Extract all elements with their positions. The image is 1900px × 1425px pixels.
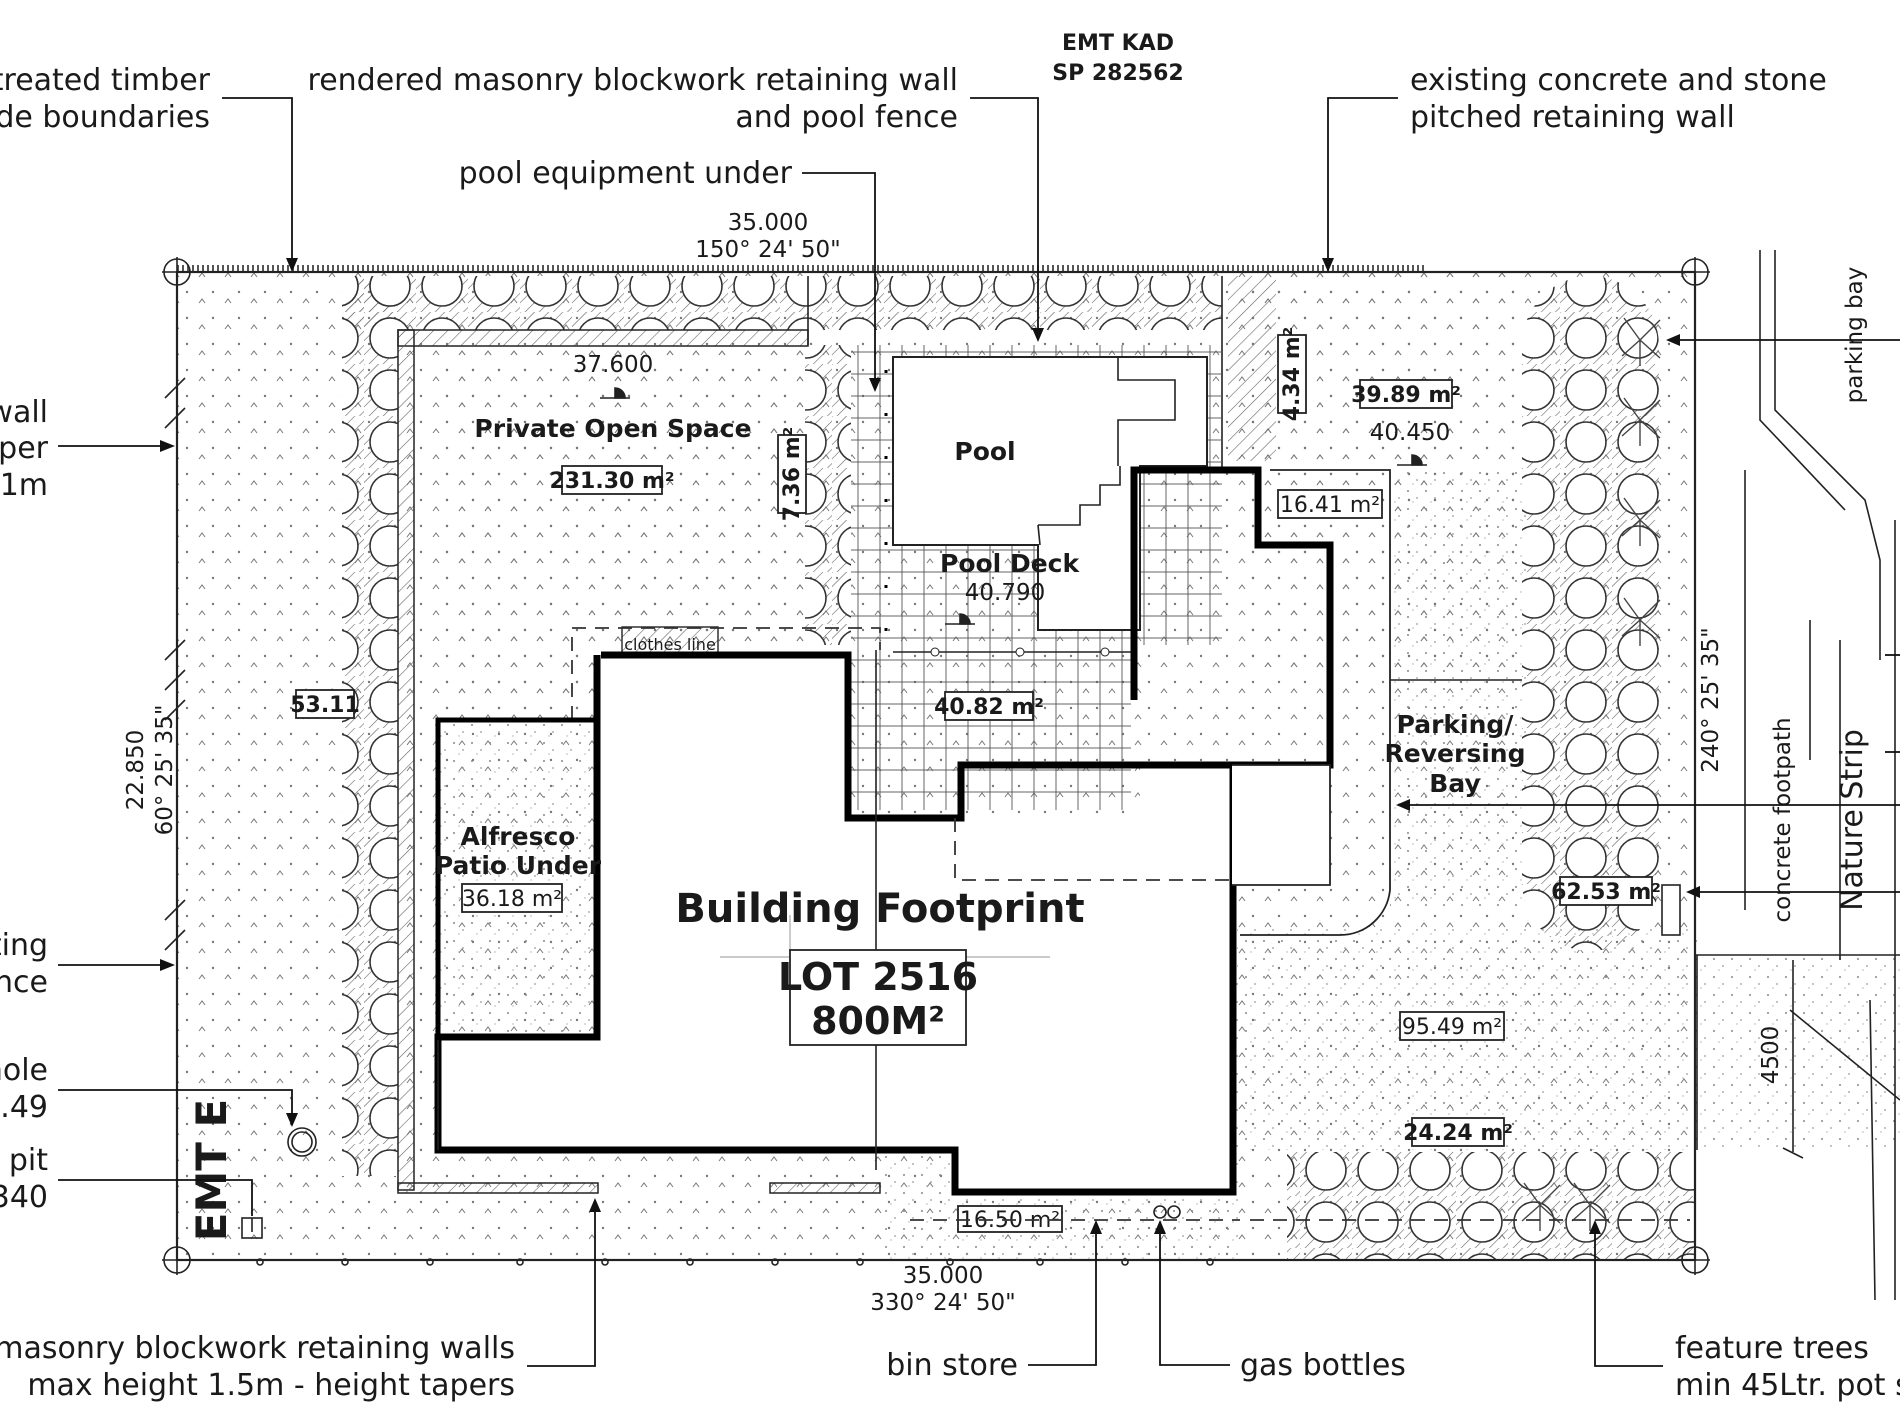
note-left-fence-2: nce <box>0 965 48 1000</box>
pool-deck-level: 40.790 <box>965 580 1045 606</box>
note-left-fence-1: ting <box>0 928 48 963</box>
front-yard: Parking/ Reversing Bay 16.41 m² 39.89 m²… <box>910 379 1900 1233</box>
alfresco-area-box <box>461 883 563 913</box>
note-nature-strip: Nature Strip <box>1835 729 1870 911</box>
note-pool-equipment: pool equipment under <box>459 156 793 191</box>
level-marker-icon <box>600 387 630 399</box>
note-left-pit-2: 340 <box>0 1180 48 1215</box>
offset-434-box <box>1277 334 1307 414</box>
easement-top-line2: SP 282562 <box>1052 61 1183 86</box>
street-edge <box>1696 250 1900 1301</box>
deck-area-box <box>944 691 1034 721</box>
offset-434-label: 4.34 m² <box>1280 327 1305 422</box>
bottom-length: 35.000 <box>903 1263 983 1289</box>
pos-area-label: 231.30 m² <box>549 469 674 494</box>
area-2424-box <box>1411 1117 1505 1147</box>
gas-bottle-icon <box>1153 1205 1181 1219</box>
area-6253-label: 62.53 m² <box>1551 880 1661 905</box>
clothes-line-label: clothes line <box>624 635 716 654</box>
private-open-space: 37.600 Private Open Space 231.30 m² clot… <box>474 352 881 720</box>
pebble-borders <box>342 276 1694 1260</box>
note-left-wall-1: wall <box>0 395 48 430</box>
note-existing-wall-2: pitched retaining wall <box>1410 100 1735 135</box>
note-bin-store: bin store <box>886 1348 1018 1383</box>
pool-label: Pool <box>954 437 1015 466</box>
note-left-wall-3: 1m <box>0 468 48 503</box>
feature-tree-symbols <box>1521 317 1661 1231</box>
area-1650-box <box>957 1205 1063 1233</box>
area-9549-box <box>1399 1011 1505 1041</box>
note-left-hole-1: hole <box>0 1053 48 1088</box>
note-left-pit-1: t pit <box>0 1143 48 1178</box>
area-1641-box <box>1277 489 1383 519</box>
annotations: A treated timber side boundaries rendere… <box>0 63 1900 1403</box>
parking-label-2: Reversing <box>1385 739 1526 768</box>
area-3989-box <box>1359 379 1453 409</box>
deck-area-label: 40.82 m² <box>934 695 1044 720</box>
area-3989-label: 39.89 m² <box>1351 383 1461 408</box>
survey-peg-icon <box>162 257 1710 1275</box>
note-left-hole-2: 5.49 <box>0 1090 48 1125</box>
note-feature-trees-1: feature trees <box>1675 1331 1869 1366</box>
note-concrete-footpath: concrete footpath <box>1770 717 1796 922</box>
lot-size: 800M² <box>811 999 945 1043</box>
front-level: 40.450 <box>1370 420 1450 446</box>
pool-deck-label: Pool Deck <box>940 549 1080 578</box>
note-timber-1: A treated timber <box>0 63 211 98</box>
pool-deck-area: Pool Pool Deck 40.790 40.82 m² <box>851 345 1222 810</box>
level-marker-icon <box>1397 454 1427 466</box>
top-bearing: 150° 24' 50" <box>695 237 840 263</box>
area-1641-label: 16.41 m² <box>1280 493 1380 518</box>
pos-label: Private Open Space <box>474 414 751 443</box>
top-length: 35.000 <box>728 210 808 236</box>
area-2424-label: 24.24 m² <box>1403 1121 1513 1146</box>
note-rendered-bottom-1: red masonry blockwork retaining walls <box>0 1331 515 1366</box>
note-rendered-top-1: rendered masonry blockwork retaining wal… <box>308 63 958 98</box>
lot-boundary <box>162 257 1710 1275</box>
lot-box <box>789 949 967 1046</box>
side-5311-label: 53.11 <box>290 693 360 718</box>
building-footprint: Building Footprint LOT 2516 800M² <box>434 466 1334 1196</box>
note-timber-2: side boundaries <box>0 100 210 135</box>
area-9549-label: 95.49 m² <box>1402 1015 1502 1040</box>
alfresco-area-label: 36.18 m² <box>462 887 562 912</box>
left-length: 22.850 <box>123 730 149 810</box>
note-rendered-top-2: and pool fence <box>735 100 958 135</box>
parking-label-3: Bay <box>1429 769 1480 798</box>
note-left-wall-2: pper <box>0 431 49 466</box>
easement-left-label: EMT E <box>187 1099 236 1241</box>
level-marker-icon <box>945 613 975 625</box>
alfresco-label-2: Patio Under <box>435 851 602 880</box>
area-6253-box <box>1559 876 1653 906</box>
side-5311-box <box>295 689 355 719</box>
right-bearing: 240° 25' 35" <box>1698 627 1724 772</box>
parking-label-1: Parking/ <box>1397 710 1515 739</box>
alfresco-patio: Alfresco Patio Under 36.18 m² <box>435 717 602 1150</box>
lot-number: LOT 2516 <box>778 955 978 999</box>
left-bearing: 60° 25' 35" <box>152 705 178 836</box>
note-parking-bay: parking bay <box>1842 267 1868 404</box>
inspection-pit-icon <box>241 1127 317 1239</box>
meter-box-icon <box>1661 884 1681 936</box>
offset-4500: 4500 <box>1758 1026 1784 1085</box>
building-footprint-title: Building Footprint <box>675 886 1084 932</box>
easement-top-line1: EMT KAD <box>1062 31 1174 56</box>
dimensions: 35.000 150° 24' 50" 35.000 330° 24' 50" … <box>123 210 1804 1316</box>
note-rendered-bottom-2: max height 1.5m - height tapers <box>27 1368 515 1403</box>
offset-736-box <box>777 434 807 514</box>
pos-level: 37.600 <box>573 352 653 378</box>
note-gas-bottles: gas bottles <box>1240 1348 1406 1383</box>
alfresco-label-1: Alfresco <box>461 822 576 851</box>
offset-736-label: 7.36 m² <box>780 427 805 522</box>
bottom-bearing: 330° 24' 50" <box>870 1290 1015 1316</box>
pos-area-box <box>561 465 663 495</box>
note-feature-trees-2: min 45Ltr. pot size <box>1675 1368 1900 1403</box>
retaining-walls <box>397 276 1223 1194</box>
note-existing-wall-1: existing concrete and stone <box>1410 63 1827 98</box>
